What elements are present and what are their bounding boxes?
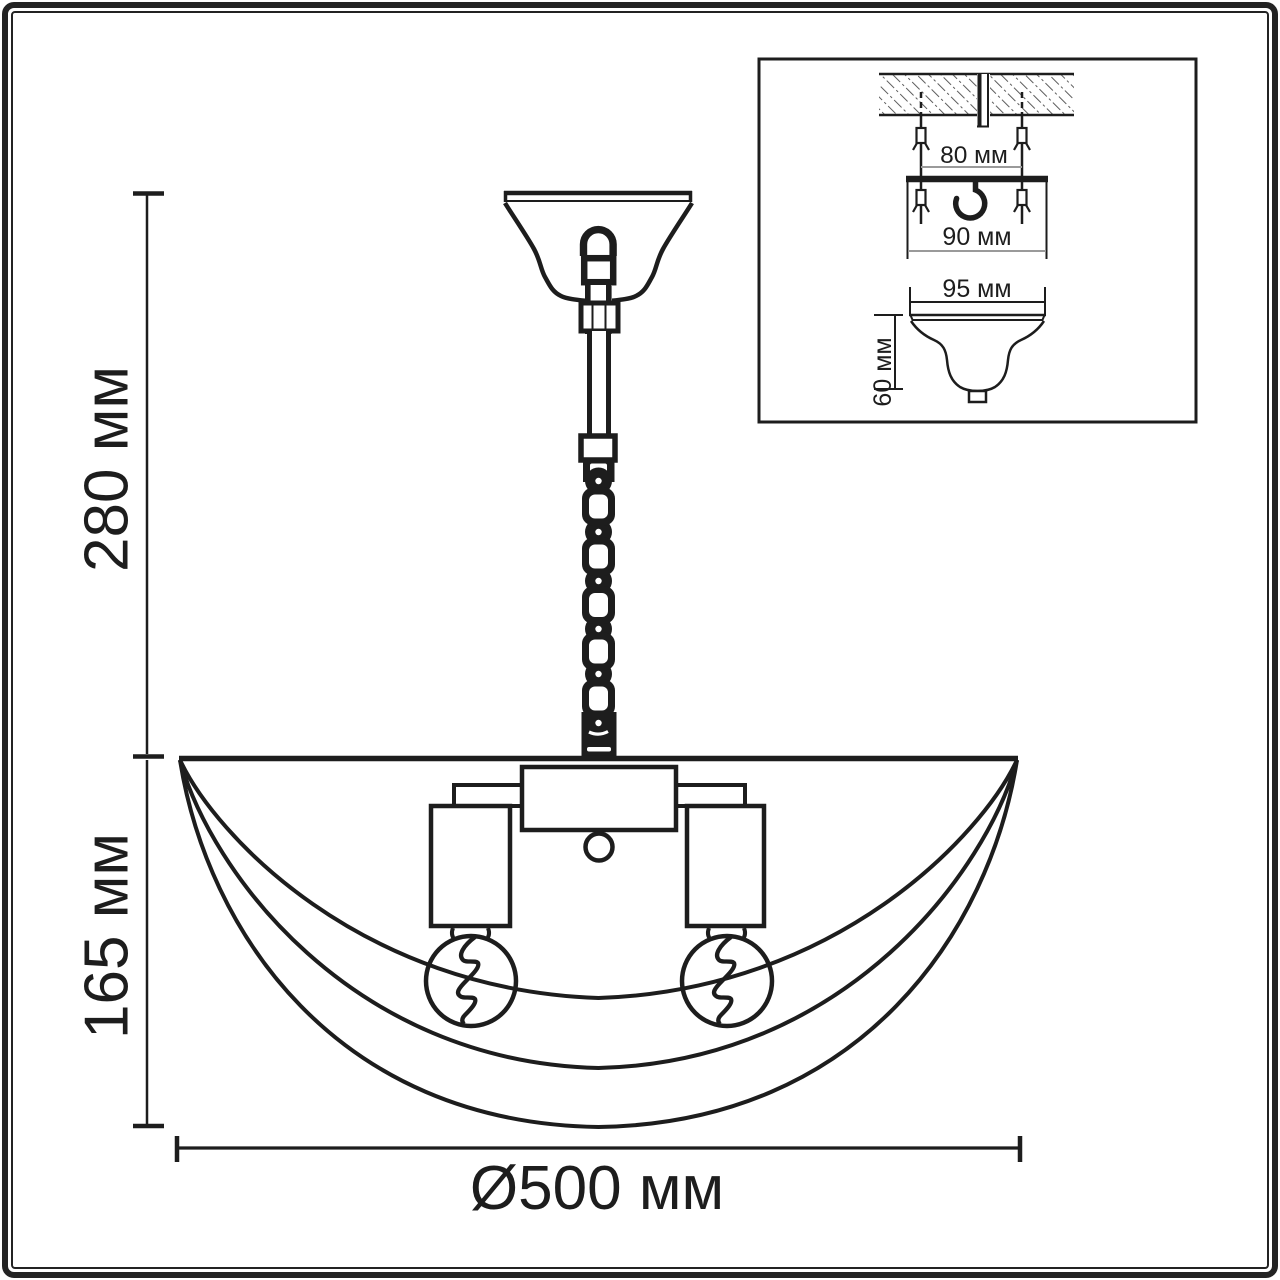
svg-text:90 мм: 90 мм	[942, 223, 1011, 251]
svg-text:165 мм: 165 мм	[73, 833, 142, 1039]
svg-text:60 мм: 60 мм	[869, 337, 897, 406]
svg-text:Ø500 мм: Ø500 мм	[470, 1154, 724, 1223]
svg-text:95 мм: 95 мм	[942, 275, 1011, 303]
svg-text:280 мм: 280 мм	[73, 366, 142, 572]
svg-text:80 мм: 80 мм	[940, 142, 1008, 169]
